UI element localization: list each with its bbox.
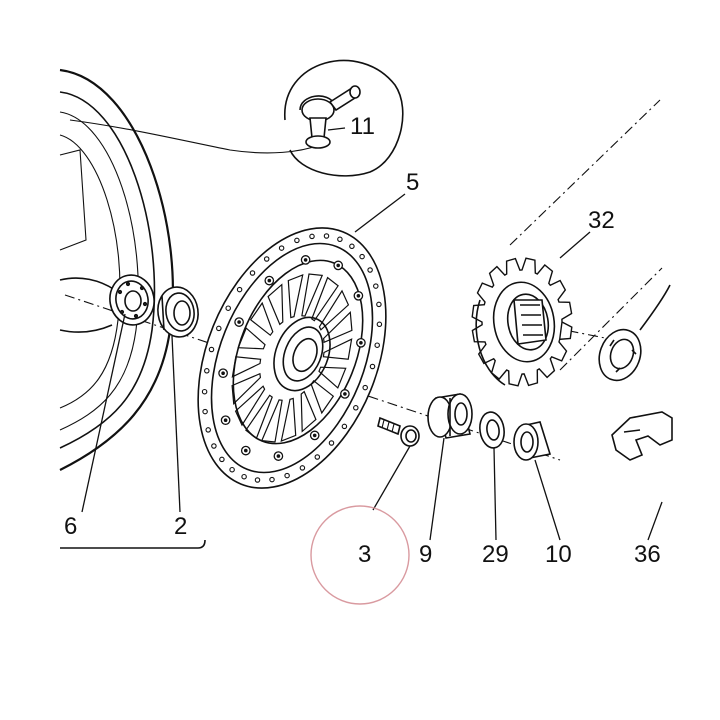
- disc-spoke-cutout: [267, 283, 284, 326]
- disc-spoke-cutout: [300, 390, 317, 433]
- disc-spoke-cutout: [322, 310, 353, 344]
- disc-drill-hole: [216, 325, 222, 332]
- disc-drill-hole: [211, 443, 217, 449]
- disc-drill-hole: [229, 466, 235, 473]
- disc-drill-hole: [373, 283, 379, 289]
- disc-spoke-cutout: [310, 379, 335, 415]
- disc-spoke-cutout: [318, 289, 350, 331]
- disc-drill-hole: [367, 267, 373, 273]
- disc-drill-hole: [225, 305, 231, 311]
- label-part-29: 29: [482, 541, 509, 568]
- valve-detail-part-11: [284, 59, 404, 177]
- disc-drill-hole: [376, 321, 383, 328]
- seal-part-2: [157, 286, 199, 338]
- label-part-3: 3: [358, 541, 371, 568]
- disc-drill-hole: [201, 388, 208, 395]
- label-part-5: 5: [406, 169, 419, 196]
- disc-spoke-cutout: [234, 385, 266, 427]
- disc-drill-hole: [241, 473, 247, 480]
- group-bracket: [60, 539, 206, 549]
- disc-drill-hole: [236, 286, 243, 293]
- label-part-2: 2: [174, 513, 187, 540]
- disc-drill-hole: [314, 454, 321, 460]
- highlight-circle: [310, 505, 410, 605]
- disc-drill-hole: [254, 477, 261, 483]
- disc-spoke-cutout: [311, 276, 339, 322]
- disc-drill-hole: [374, 342, 380, 348]
- disc-button-center: [303, 258, 308, 262]
- disc-drill-hole: [323, 233, 330, 239]
- label-part-11: 11: [350, 113, 375, 140]
- disc-drill-hole: [353, 405, 359, 411]
- disc-drill-hole: [249, 270, 256, 276]
- disc-button-center: [359, 341, 363, 345]
- disc-drill-hole: [294, 237, 300, 244]
- disc-spoke-cutout: [322, 338, 353, 360]
- brake-disc-part-5: [197, 227, 387, 489]
- disc-drill-hole: [362, 384, 368, 391]
- disc-spoke-cutout: [280, 397, 297, 442]
- chain-centerline-upper: [509, 99, 661, 246]
- disc-drill-hole: [219, 456, 225, 463]
- sprocket-part-32: [471, 257, 573, 387]
- disc-drill-hole: [328, 440, 335, 446]
- disc-button-center: [356, 294, 361, 298]
- label-part-9: 9: [419, 541, 432, 568]
- disc-drill-hole: [208, 346, 215, 353]
- disc-button-center: [343, 392, 347, 396]
- disc-button-center: [237, 320, 241, 324]
- disc-drill-hole: [349, 243, 355, 250]
- nut-part-10: [513, 421, 552, 461]
- disc-button-center: [312, 433, 317, 438]
- disc-button-center: [244, 448, 248, 453]
- disc-spoke-cutout: [231, 372, 262, 406]
- disc-spoke-cutout: [287, 274, 304, 319]
- spacer-part-9: [427, 393, 473, 439]
- disc-drill-hole: [278, 245, 285, 251]
- disc-button-center: [223, 418, 228, 423]
- disc-spoke-cutout: [231, 356, 262, 378]
- disc-drill-hole: [263, 256, 270, 262]
- disc-drill-hole: [337, 236, 343, 243]
- disc-spoke-cutout: [301, 273, 324, 317]
- label-part-6: 6: [64, 513, 77, 540]
- disc-drill-hole: [202, 408, 208, 415]
- label-part-36: 36: [634, 541, 661, 568]
- disc-drill-hole: [369, 363, 376, 370]
- disc-button-center: [221, 371, 225, 376]
- chain-outline: [639, 284, 671, 331]
- disc-button-center: [267, 278, 272, 283]
- disc-drill-hole: [359, 253, 365, 260]
- disc-spoke-cutout: [249, 301, 274, 337]
- disc-drill-hole: [376, 301, 382, 308]
- bearing-part-6: [109, 274, 155, 326]
- washer-part-29: [479, 411, 505, 449]
- disc-spoke-cutout: [318, 366, 347, 389]
- label-part-32: 32: [588, 207, 615, 234]
- bracket-part-36: [611, 411, 673, 461]
- disc-drill-hole: [204, 368, 210, 374]
- disc-drill-hole: [341, 423, 348, 430]
- disc-drill-hole: [299, 465, 306, 471]
- lock-washer: [598, 328, 642, 382]
- disc-button-center: [276, 454, 281, 458]
- disc-drill-hole: [309, 233, 315, 240]
- disc-drill-hole: [284, 472, 290, 479]
- chain-centerline-lower: [559, 267, 663, 371]
- disc-drill-hole: [269, 476, 275, 483]
- bolt-part-3: [377, 416, 420, 447]
- disc-spoke-cutout: [245, 394, 273, 440]
- label-part-10: 10: [545, 541, 572, 568]
- disc-spoke-cutout: [260, 399, 283, 443]
- leader-lines: [81, 193, 663, 541]
- disc-spoke-cutout: [237, 327, 266, 350]
- disc-button-center: [336, 263, 341, 268]
- disc-drill-hole: [205, 427, 211, 433]
